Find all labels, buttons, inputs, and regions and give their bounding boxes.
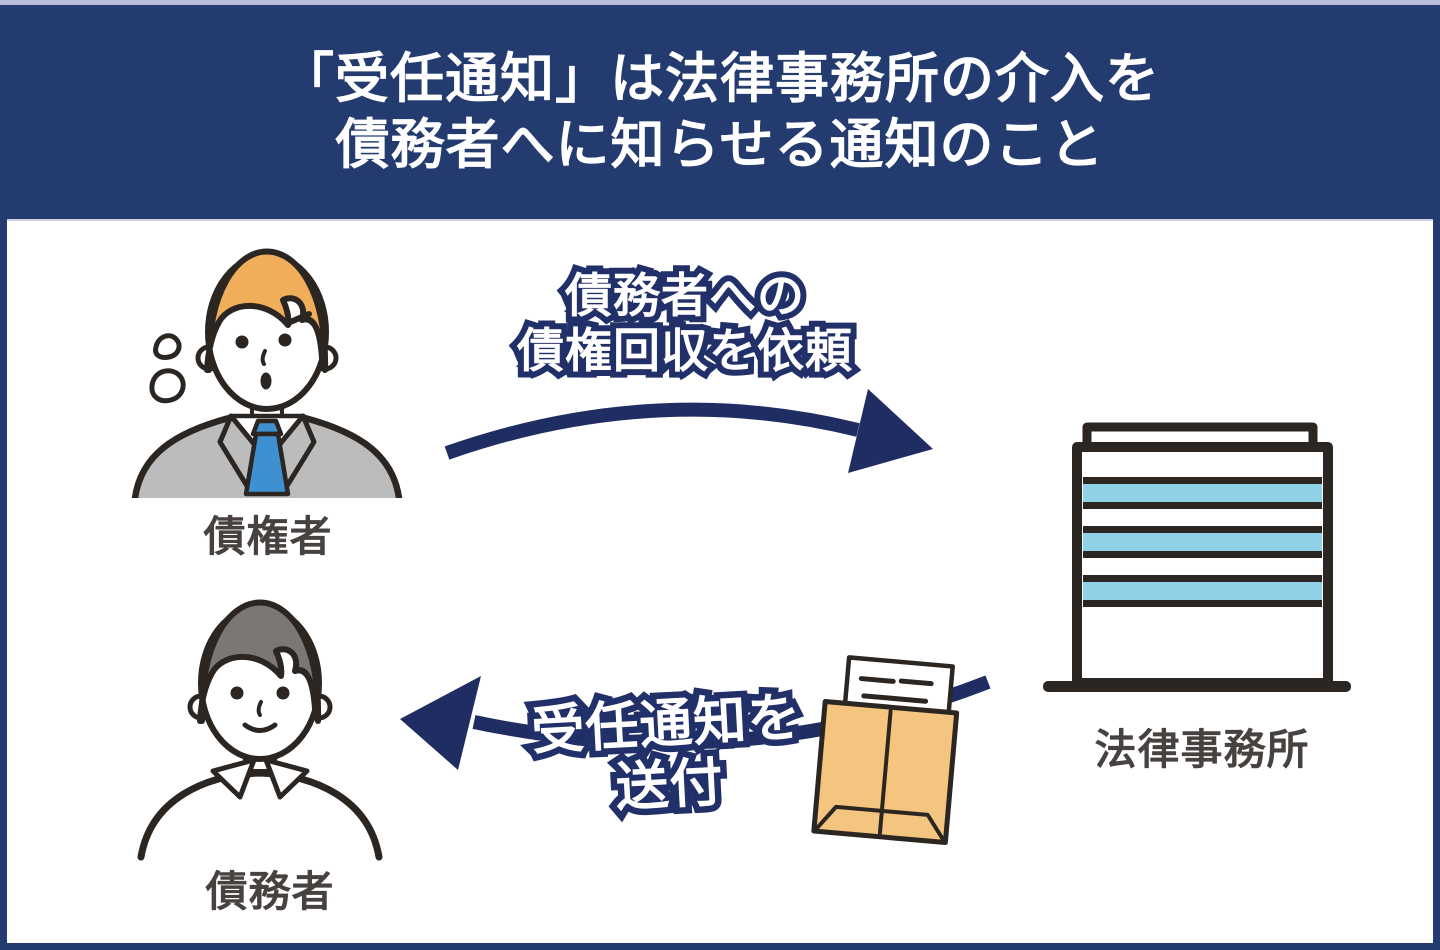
- sweat-drop-large-icon: [149, 368, 186, 404]
- debtor-illustration: [137, 599, 383, 861]
- building-stripe-blue: [1083, 484, 1322, 502]
- header-banner: 「受任通知」は法律事務所の介入を 債務者へに知らせる通知のこと: [0, 5, 1440, 219]
- hair-orange: [204, 248, 329, 373]
- law-office-label: 法律事務所: [1094, 726, 1310, 773]
- eye-left: [235, 335, 249, 349]
- page-title-line-2: 債務者へに知らせる通知のこと: [335, 115, 1105, 175]
- request-arrow-caption: 債務者への 債務者への 債権回収を依頼 債権回収を依頼: [425, 263, 945, 383]
- header-separator: [0, 219, 1440, 221]
- mouth-smile: [242, 722, 278, 733]
- debtor-label: 債務者: [205, 868, 335, 915]
- building-stripe-blue: [1083, 582, 1322, 600]
- collar-left: [210, 757, 257, 800]
- request-arrow-shaft: [444, 402, 860, 460]
- text-fill-layer: 債務者への: [565, 269, 805, 322]
- request-caption-line2: 債権回収を依頼 債権回収を依頼: [425, 318, 945, 383]
- eyebrow-raised: [285, 311, 312, 326]
- envelope-icon: [811, 655, 960, 845]
- text-fill-layer: 送付: [614, 753, 726, 818]
- building-floor-line: [1083, 551, 1322, 558]
- building-floor-line: [1083, 600, 1322, 607]
- eye-left: [230, 686, 244, 700]
- letter-text-lines: [858, 676, 934, 704]
- building-ground-line: [1043, 681, 1351, 692]
- law-office-building-icon: [1043, 422, 1351, 692]
- page-title-line-1: 「受任通知」は法律事務所の介入を: [280, 49, 1160, 109]
- building-floor-line: [1083, 575, 1322, 582]
- sweat-drop-small-icon: [153, 333, 182, 360]
- text-outline-layer: 債権回収を依頼: [511, 318, 858, 383]
- creditor-label: 債権者: [203, 513, 333, 560]
- request-arrow-head: [848, 389, 933, 473]
- hair-gray: [197, 599, 322, 724]
- building-floor-line: [1083, 477, 1322, 484]
- top-border-strip: [0, 0, 1440, 5]
- nose: [256, 700, 263, 717]
- notice-arrow-head: [400, 676, 481, 770]
- eye-right: [278, 333, 292, 347]
- creditor-illustration: [131, 248, 403, 498]
- tie-knot: [250, 418, 284, 437]
- building-floor-line: [1083, 502, 1322, 509]
- mouth-open: [260, 372, 272, 390]
- collar-right: [263, 757, 310, 800]
- text-fill-layer: 債権回収を依頼: [517, 324, 853, 377]
- request-caption-line1: 債務者への 債務者への: [425, 263, 945, 328]
- envelope-bottom-flap: [814, 804, 946, 843]
- tie-body: [243, 431, 291, 497]
- eye-right: [276, 686, 290, 700]
- building-floor-line: [1083, 526, 1322, 533]
- shoulders: [137, 769, 383, 861]
- nose: [260, 349, 267, 366]
- building-stripe-blue: [1083, 533, 1322, 551]
- text-outline-layer: 債務者への: [559, 263, 810, 328]
